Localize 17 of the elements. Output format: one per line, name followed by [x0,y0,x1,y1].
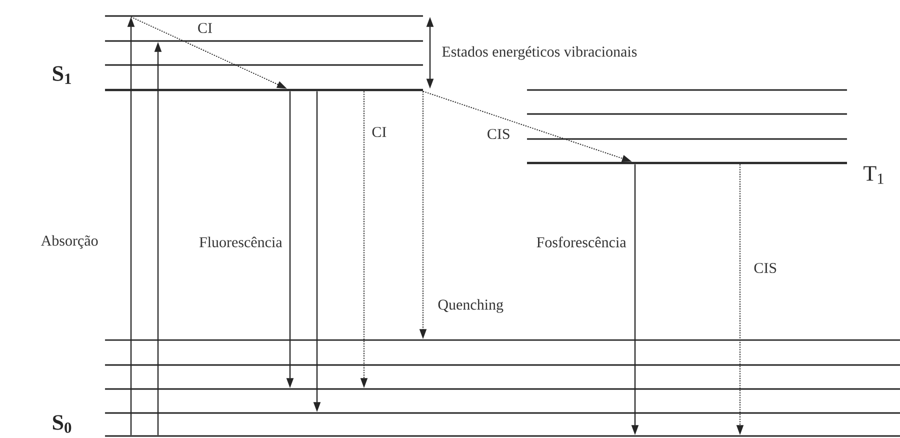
edge-label: Estados energéticos vibracionais [440,44,639,62]
energy-level-line [105,364,900,366]
state-label: T$_{1}$ [864,166,884,184]
energy-level-line [105,64,423,66]
edge-label: CIS [485,127,512,141]
state-label: S$_{0}$ [52,415,72,433]
edge-label: CI [196,21,214,35]
edge-label: CI [370,125,388,139]
edge-label: Quenching [436,298,506,314]
edge-label: Fluorescência [198,235,284,249]
state-label: S$_{1}$ [52,66,71,84]
energy-level-line [527,89,847,91]
energy-level-line [527,138,847,140]
edge-label: CIS [752,261,779,275]
edge-label: Fosforescência [534,235,628,249]
energy-level-line [527,113,847,115]
edge-label: Absorção [39,234,100,250]
